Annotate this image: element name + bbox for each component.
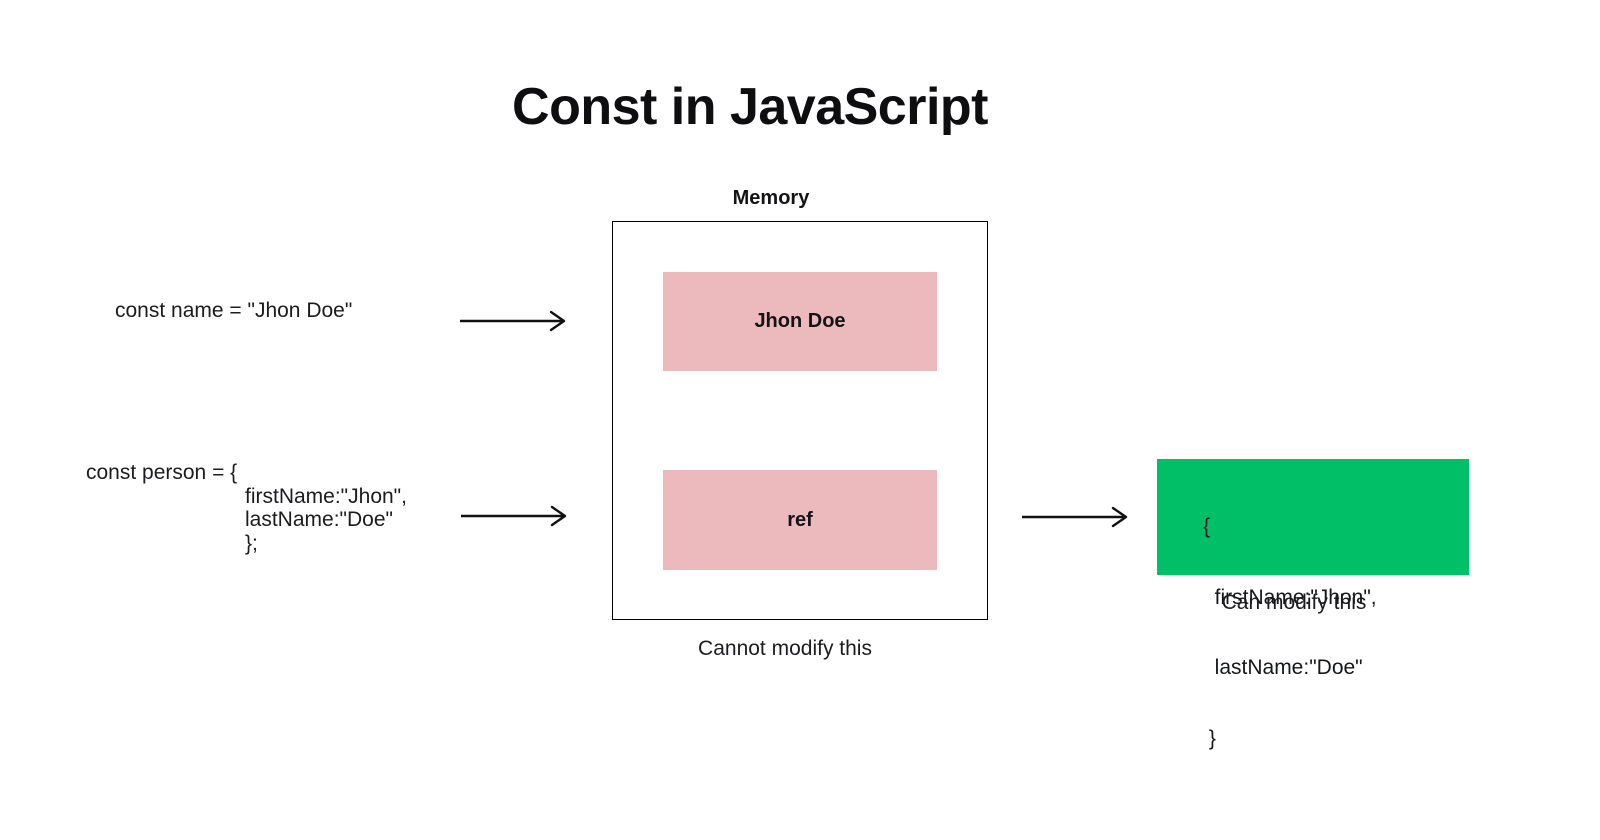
memory-cell-ref: ref (663, 470, 937, 570)
memory-cell-name-label: Jhon Doe (754, 310, 846, 332)
code-name-declaration: const name = "Jhon Doe" (115, 299, 353, 322)
heap-object-line-3: lastName:"Doe" (1203, 656, 1363, 679)
memory-cell-ref-label: ref (787, 508, 813, 531)
heap-object-line-4: } (1203, 726, 1216, 750)
code-person-line-4: }; (245, 531, 258, 555)
memory-cell-name-value: Jhon Doe (663, 272, 937, 371)
code-person-line-1: const person = { (86, 461, 238, 484)
heap-object-line-2: firstName:"Jhon", (1203, 585, 1377, 609)
code-person-declaration: const person = { firstName:"Jhon", lastN… (86, 461, 407, 555)
heap-object-line-1: { (1203, 515, 1211, 538)
memory-label: Memory (732, 187, 810, 209)
arrow-right-icon (460, 310, 566, 332)
caption-can-modify: Can modify this (1221, 591, 1367, 614)
heap-object-box: { firstName:"Jhon", lastName:"Doe" } (1157, 459, 1469, 750)
code-person-line-2: firstName:"Jhon", (245, 484, 407, 508)
caption-cannot-modify: Cannot modify this (698, 637, 872, 660)
code-person-line-3: lastName:"Doe" (245, 508, 393, 531)
arrow-right-icon (1022, 506, 1128, 528)
page-title: Const in JavaScript (512, 78, 988, 136)
arrow-right-icon (461, 505, 567, 527)
